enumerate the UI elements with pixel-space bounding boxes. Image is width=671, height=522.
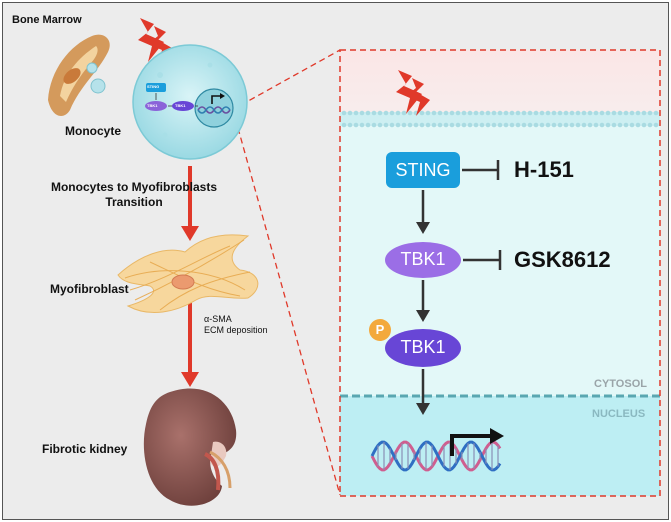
monocyte-label: Monocyte [65,124,122,138]
myofibroblast-cell [117,234,259,313]
alpha-sma-label: α-SMA [204,314,232,324]
phospho-label: P [375,322,385,337]
transcription-arrow-icon [450,428,504,456]
tbk1-node [385,242,461,278]
sting-node [386,152,460,188]
ptbk1-node [385,329,461,367]
monocyte-cell [132,44,248,160]
h151-inhibitor-label: H-151 [514,157,574,182]
ptbk1-label: TBK1 [400,337,446,357]
zoom-panel [339,49,661,497]
fibrotic-kidney [143,388,237,506]
sting-label: STING [395,160,451,180]
phospho-badge [369,319,391,341]
fibrotic-kidney-label: Fibrotic kidney [42,442,128,456]
bone-marrow-label: Bone Marrow [12,14,82,26]
tbk1-label: TBK1 [400,249,446,269]
transition-label-line1: Monocytes to Myofibroblasts [50,180,217,194]
nucleus-label: NUCLEUS [592,408,646,420]
inset-sting-label: STING [147,84,160,89]
inset-tbk1-label-a: TBK1 [147,103,158,108]
left-flow-arrows [181,166,199,387]
pathway-shapes [369,152,502,415]
zoom-border [339,49,661,497]
inset-tbk1-label-b: TBK1 [175,103,186,108]
bone-marrow-illustration [48,34,110,116]
myofibroblast-label: Myofibroblast [50,282,129,296]
stimulus-lightning-icon-zoom [396,70,430,116]
dna-helix-icon [370,440,502,472]
cell-membrane [340,112,660,126]
cytosol-label: CYTOSOL [594,378,647,390]
gsk8612-inhibitor-label: GSK8612 [514,247,611,272]
membrane-beads [341,110,659,128]
ecm-deposition-label: ECM deposition [204,325,268,335]
zoom-connector [231,49,341,496]
transition-label-line2: Transition [105,195,163,209]
